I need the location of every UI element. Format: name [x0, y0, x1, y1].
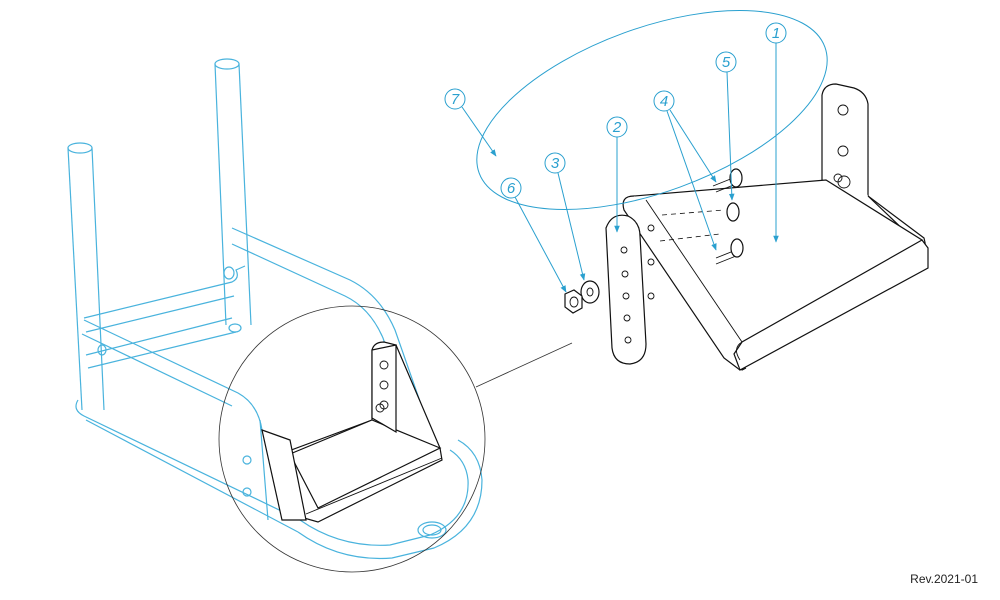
callout-5: 5	[715, 51, 737, 201]
callout-1-label: 1	[772, 25, 780, 42]
callout-1: 1	[765, 22, 787, 243]
detail-magnifier-circle	[218, 305, 486, 573]
revision-label: Rev.2021-01	[910, 572, 978, 586]
part-4-bolts	[659, 168, 744, 265]
callouts: 1 2 3 4 5 6	[444, 22, 787, 293]
callout-3: 3	[544, 152, 586, 281]
part-6-nut	[564, 289, 583, 314]
callout-4-label: 4	[660, 93, 668, 110]
callout-6: 6	[500, 177, 567, 293]
callout-5-label: 5	[722, 54, 731, 71]
callout-2: 2	[606, 116, 628, 233]
part-1-footrest-plate	[622, 83, 929, 371]
part-2-adapter-plate	[605, 214, 647, 365]
part-7-hardware-kit-outline	[476, 10, 828, 210]
callout-6-label: 6	[507, 180, 516, 197]
callout-4: 4	[653, 90, 717, 251]
part-3-washer	[580, 280, 600, 304]
callout-2-label: 2	[612, 119, 622, 136]
detail-leader-line	[475, 342, 573, 388]
callout-3-label: 3	[551, 155, 560, 172]
footrest-detail	[242, 341, 443, 523]
callout-7: 7	[444, 88, 497, 157]
callout-7-label: 7	[451, 91, 460, 108]
wheelchair-frame	[67, 58, 483, 560]
